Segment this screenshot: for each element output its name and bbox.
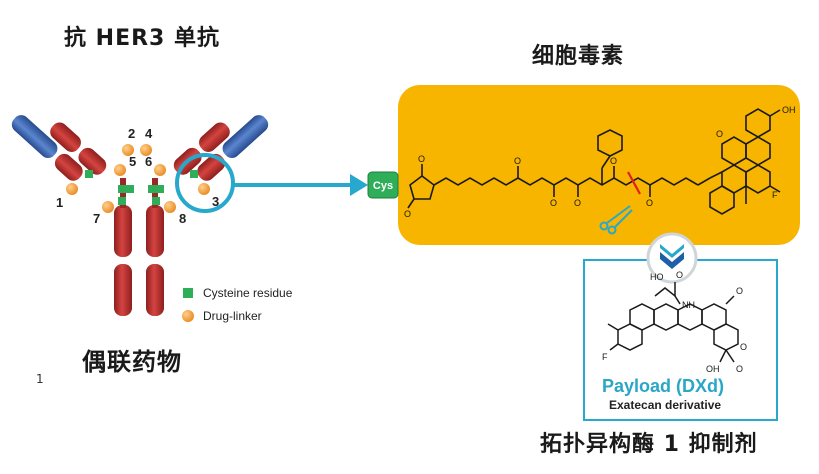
site-number-1: 1 (56, 195, 64, 210)
payload-structure: HO O NH F O O OH O (602, 270, 747, 374)
cys-label: Cys (373, 180, 393, 192)
fc-heavy-left-lower (114, 264, 132, 316)
fab-light-left-inner (54, 153, 83, 181)
cysteine-residue (152, 197, 160, 205)
cleavage-mark (627, 171, 641, 195)
drug-linker-dot (198, 183, 210, 195)
svg-text:O: O (646, 198, 653, 208)
legend-druglinker-label: Drug-linker (203, 309, 262, 323)
svg-text:O: O (610, 156, 617, 166)
toxin-panel-bg (398, 85, 800, 245)
drug-linker-dot (122, 144, 134, 156)
svg-text:O: O (740, 342, 747, 352)
payload-badge (646, 232, 698, 284)
svg-text:O: O (404, 209, 411, 219)
fab-light-right-inner (197, 153, 226, 181)
svg-text:O: O (676, 270, 683, 280)
cysteine-residue (190, 170, 198, 178)
site-number-5: 5 (129, 154, 137, 169)
legend-cysteine-marker (183, 288, 193, 298)
svg-text:O: O (550, 198, 557, 208)
inhibitor-label: 拓扑异构酶 1 抑制剂 (540, 432, 758, 457)
fab-light-right-outer (222, 115, 269, 158)
scissors-icon (599, 205, 633, 235)
cysteine-residue (118, 185, 126, 193)
chevron-down-icon (660, 252, 684, 269)
chevron-down-icon (660, 244, 684, 258)
drug-linker-dot (114, 164, 126, 176)
svg-text:F: F (772, 190, 778, 200)
toxin-panel: Cys O (367, 85, 800, 245)
drug-linker-dot (164, 201, 176, 213)
cysteine-residue (148, 185, 156, 193)
svg-text:NH: NH (682, 300, 695, 310)
fab-light-left-outer (11, 115, 58, 158)
fab-heavy-right-outer (199, 122, 230, 152)
svg-text:F: F (602, 352, 608, 362)
drug-linker-dot (102, 201, 114, 213)
linker-structure (407, 108, 781, 215)
svg-text:O: O (736, 364, 743, 374)
site-number-3: 3 (212, 194, 220, 209)
site-number-2: 2 (128, 126, 136, 141)
drug-linker-dot (140, 144, 152, 156)
cysteine-residue (126, 185, 134, 193)
svg-text:O: O (574, 198, 581, 208)
svg-text:HO: HO (650, 272, 664, 282)
fc-heavy-left-upper (114, 205, 132, 257)
side-mark: 1 (36, 372, 44, 386)
arrow-head (350, 174, 368, 196)
site-number-4: 4 (145, 126, 153, 141)
cysteine-residue (156, 185, 164, 193)
drug-linker-dot (154, 164, 166, 176)
legend-cysteine-label: Cysteine residue (203, 286, 293, 300)
cys-block (367, 171, 399, 199)
svg-text:OH: OH (706, 364, 720, 374)
antibody-title: 抗 HER3 单抗 (64, 26, 221, 51)
site-number-6: 6 (145, 154, 153, 169)
legend-druglinker-marker (182, 310, 194, 322)
payload-title: Payload (DXd) (602, 376, 725, 396)
drug-linker-dot (66, 183, 78, 195)
fab-heavy-left-inner (78, 147, 107, 175)
svg-text:O: O (418, 154, 425, 164)
svg-text:OH: OH (782, 105, 796, 115)
payload-subtitle: Exatecan derivative (609, 398, 722, 412)
svg-text:O: O (514, 156, 521, 166)
cysteine-residue (85, 170, 93, 178)
fc-heavy-right-upper (146, 205, 164, 257)
site-number-8: 8 (179, 211, 187, 226)
payload-box (583, 259, 778, 421)
svg-text:O: O (716, 129, 723, 139)
cysteine-residue (118, 197, 126, 205)
conjugate-label: 偶联药物 (82, 348, 182, 376)
toxin-title: 细胞毒素 (532, 44, 625, 69)
site-number-7: 7 (93, 211, 101, 226)
fab-heavy-left-outer (50, 122, 81, 152)
svg-text:O: O (736, 286, 743, 296)
fc-heavy-right-lower (146, 264, 164, 316)
